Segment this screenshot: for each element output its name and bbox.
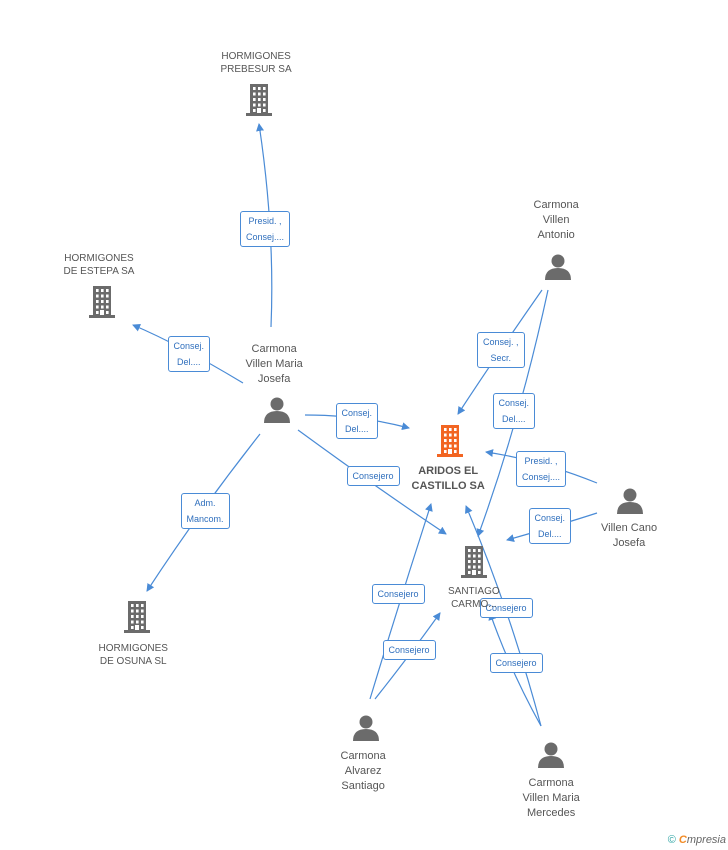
building-icon-estepa[interactable] — [89, 286, 115, 318]
building-icon-aridos[interactable] — [437, 425, 463, 457]
brand-initial: C — [678, 834, 687, 846]
edge-label[interactable]: Presid. , Consej.... — [240, 211, 291, 247]
person-icon-maria_josefa[interactable] — [264, 397, 290, 424]
edge-label[interactable]: Consej. Del.... — [335, 403, 379, 439]
node-label-osuna[interactable]: HORMIGONES DE OSUNA SL — [98, 643, 168, 667]
node-label-alvarez[interactable]: Carmona Alvarez Santiago — [340, 750, 386, 792]
edge-label[interactable]: Consej. Del.... — [167, 336, 211, 372]
edge-label[interactable]: Consejero — [479, 598, 533, 618]
node-label-santiago[interactable]: SANTIAGO CARMO... — [448, 586, 500, 610]
person-icon-villen_antonio[interactable] — [545, 254, 571, 281]
node-label-prebesur[interactable]: HORMIGONES PREBESUR SA — [220, 51, 292, 75]
edge-label[interactable]: Consejero — [346, 466, 400, 486]
building-icon-osuna[interactable] — [124, 601, 150, 633]
brand-name: mpresia — [686, 834, 726, 846]
node-label-villen_antonio[interactable]: Carmona Villen Antonio — [533, 199, 579, 241]
person-icon-villen_cano[interactable] — [617, 488, 643, 515]
node-label-aridos[interactable]: ARIDOS EL CASTILLO SA — [411, 465, 485, 492]
person-icon-mercedes[interactable] — [538, 742, 564, 769]
empresia-footer[interactable]: © Cmpresia — [668, 834, 726, 846]
person-icon-alvarez[interactable] — [353, 715, 379, 742]
node-label-maria_josefa[interactable]: Carmona Villen Maria Josefa — [245, 343, 303, 385]
edge-label[interactable]: Consej. Del.... — [528, 508, 572, 544]
edge-label[interactable]: Consejero — [489, 653, 543, 673]
building-icon-santiago[interactable] — [461, 546, 487, 578]
edge-label[interactable]: Consejero — [382, 640, 436, 660]
building-icon-prebesur[interactable] — [246, 84, 272, 116]
edge-label[interactable]: Consej. Del.... — [492, 393, 536, 429]
node-label-mercedes[interactable]: Carmona Villen Maria Mercedes — [522, 777, 580, 819]
edge-maria_josefa-to-santiago — [297, 429, 447, 535]
node-label-estepa[interactable]: HORMIGONES DE ESTEPA SA — [63, 253, 135, 277]
copyright-symbol: © — [667, 834, 676, 846]
edge-label[interactable]: Consejero — [371, 584, 425, 604]
node-label-villen_cano[interactable]: Villen Cano Josefa — [601, 522, 658, 549]
edge-label[interactable]: Presid. , Consej.... — [516, 451, 567, 487]
edge-label[interactable]: Consej. , Secr. — [477, 332, 525, 368]
edge-label[interactable]: Adm. Mancom. — [180, 493, 230, 529]
